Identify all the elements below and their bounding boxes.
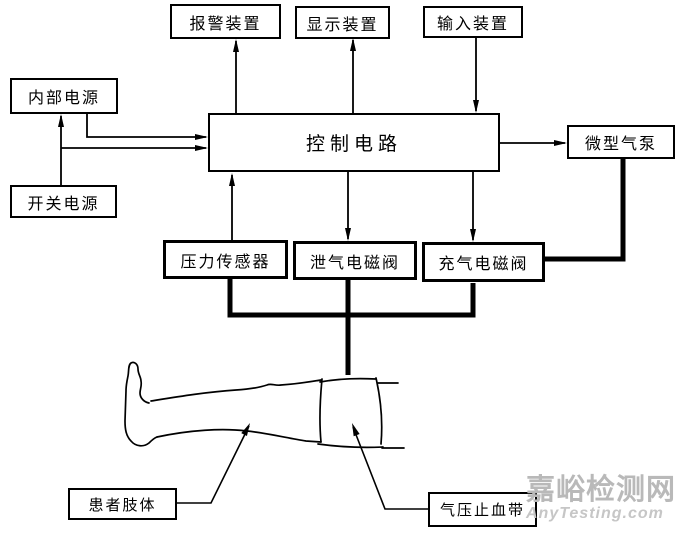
leg-bottom-outline xyxy=(156,428,322,443)
arrowhead-into-internal-power xyxy=(58,114,64,127)
arrowhead-into-inflate-valve xyxy=(470,229,476,242)
cuff-right-edge xyxy=(375,377,383,445)
arrowhead-into-pump xyxy=(554,140,567,146)
arrowhead-tourniquet xyxy=(352,423,360,437)
cuff-bottom-edge xyxy=(317,443,384,449)
block-pressure-sensor: 压力传感器 xyxy=(163,240,288,279)
tube-manifold xyxy=(227,279,476,318)
line-internal-power-to-control xyxy=(86,114,206,138)
block-micro-air-pump: 微型气泵 xyxy=(567,125,675,159)
pointer-tourniquet xyxy=(352,426,428,510)
tube-pump-to-inflate-valve xyxy=(545,159,626,262)
block-switching-power: 开关电源 xyxy=(10,185,117,218)
block-control-circuit: 控制电路 xyxy=(208,113,500,172)
block-input-device: 输入装置 xyxy=(423,6,523,38)
block-inflate-solenoid-valve: 充气电磁阀 xyxy=(422,242,545,282)
pointer-patient-limb xyxy=(177,425,250,504)
cuff-top-edge xyxy=(319,377,377,383)
foot-outline xyxy=(124,361,158,447)
arrowhead-internal-to-control xyxy=(195,134,208,140)
arrowhead-into-alarm xyxy=(233,39,239,52)
arrowhead-into-deflate-valve xyxy=(345,228,351,241)
label-pneumatic-tourniquet: 气压止血带 xyxy=(428,492,537,527)
arrowhead-patient-limb xyxy=(241,423,250,437)
block-display-device: 显示装置 xyxy=(295,6,390,39)
arrowhead-into-display xyxy=(350,38,356,51)
cuff-left-edge xyxy=(319,378,323,443)
arrowhead-into-control-top xyxy=(473,100,479,113)
block-deflate-solenoid-valve: 泄气电磁阀 xyxy=(293,241,417,280)
block-internal-power: 内部电源 xyxy=(10,78,118,114)
arrowhead-switch-to-control xyxy=(195,145,208,151)
block-alarm-device: 报警装置 xyxy=(170,4,281,39)
label-patient-limb: 患者肢体 xyxy=(68,488,177,520)
arrowhead-sensor-to-control xyxy=(229,173,235,186)
leg-top-outline xyxy=(150,379,322,402)
limb-illustration xyxy=(124,361,405,449)
